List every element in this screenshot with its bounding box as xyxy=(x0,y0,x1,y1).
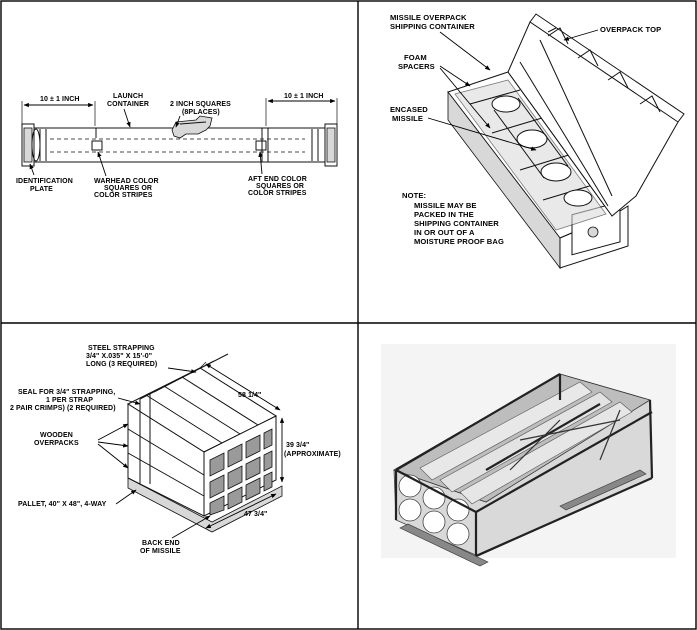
pallet-rack-photo xyxy=(393,373,654,567)
note-line-1: MISSILE MAY BE xyxy=(414,201,477,210)
dimension-left-label: 10 ± 1 INCH xyxy=(40,96,80,103)
warhead-label-1: WARHEAD COLOR xyxy=(94,178,159,185)
identification-plate-label-1: IDENTIFICATION xyxy=(16,178,73,185)
pallet-label: PALLET, 40" X 48", 4-WAY xyxy=(18,501,107,508)
dimension-right-label: 10 ± 1 INCH xyxy=(284,93,324,100)
launch-container-label-2: CONTAINER xyxy=(107,101,149,108)
squares-label-2: (8PLACES) xyxy=(182,109,220,116)
shipping-container-label-1: MISSILE OVERPACK xyxy=(390,13,467,22)
launch-container-tube xyxy=(21,115,338,167)
wooden-overpacks-label-2: OVERPACKS xyxy=(34,440,79,447)
back-end-label-2: OF MISSILE xyxy=(140,548,181,555)
aft-label-3: COLOR STRIPES xyxy=(248,190,307,197)
dimension-left: 10 ± 1 INCH xyxy=(21,96,96,126)
shipping-container-label-2: SHIPPING CONTAINER xyxy=(390,22,475,31)
height-dimension-2: (APPROXIMATE) xyxy=(284,451,341,458)
end-cap-knob xyxy=(587,226,599,238)
overpack-lid xyxy=(507,21,679,217)
strapping-label-1: STEEL STRAPPING xyxy=(88,345,155,352)
squares-label-1: 2 INCH SQUARES xyxy=(170,101,231,108)
panel-launch-container: 10 ± 1 INCH 10 ± 1 INCH xyxy=(16,93,338,199)
encased-missile-label-1: ENCASED xyxy=(390,105,428,114)
aft-label-2: SQUARES OR xyxy=(256,183,304,190)
note-title: NOTE: xyxy=(402,191,426,200)
encased-missile-label-2: MISSILE xyxy=(392,114,423,123)
width-dimension: 47 3/4" xyxy=(244,511,267,518)
launch-container-label-1: LAUNCH xyxy=(113,93,143,100)
panel-photo xyxy=(381,344,676,567)
height-dimension-1: 39 3/4" xyxy=(286,442,309,449)
warhead-color-square xyxy=(91,140,103,151)
strapping-label-2: 3/4" X.035" X 15'-0" xyxy=(86,353,152,360)
length-dimension: 58 1/4" xyxy=(238,392,261,399)
aft-color-square xyxy=(255,140,267,151)
warhead-label-3: COLOR STRIPES xyxy=(94,192,153,199)
panel-overpack: MISSILE OVERPACK SHIPPING CONTAINER OVER… xyxy=(390,13,685,270)
seal-label-1: SEAL FOR 3/4" STRAPPING, xyxy=(18,389,115,396)
panel-pallet: STEEL STRAPPING 3/4" X.035" X 15'-0" LON… xyxy=(10,345,341,555)
identification-plate-label-2: PLATE xyxy=(30,186,53,193)
gripstock-bracket xyxy=(171,115,213,139)
foam-spacers-label-2: SPACERS xyxy=(398,62,435,71)
warhead-label-2: SQUARES OR xyxy=(104,185,152,192)
back-end-label-1: BACK END xyxy=(142,540,180,547)
strapping-label-3: LONG (3 REQUIRED) xyxy=(86,361,157,368)
note-line-5: MOISTURE PROOF BAG xyxy=(414,237,504,246)
note-line-2: PACKED IN THE xyxy=(414,210,474,219)
note-line-4: IN OR OUT OF A xyxy=(414,228,475,237)
seal-label-3: 2 PAIR CRIMPS) (2 REQUIRED) xyxy=(10,405,116,412)
encased-missile-section xyxy=(491,95,521,113)
foam-spacers-label-1: FOAM xyxy=(404,53,427,62)
overpack-top-label: OVERPACK TOP xyxy=(600,25,661,34)
wooden-overpacks-label-1: WOODEN xyxy=(40,432,73,439)
note-line-3: SHIPPING CONTAINER xyxy=(414,219,499,228)
steel-straps xyxy=(139,353,229,484)
seal-label-2: 1 PER STRAP xyxy=(46,397,93,404)
dimension-right: 10 ± 1 INCH xyxy=(265,93,338,126)
aft-label-1: AFT END COLOR xyxy=(248,176,307,183)
